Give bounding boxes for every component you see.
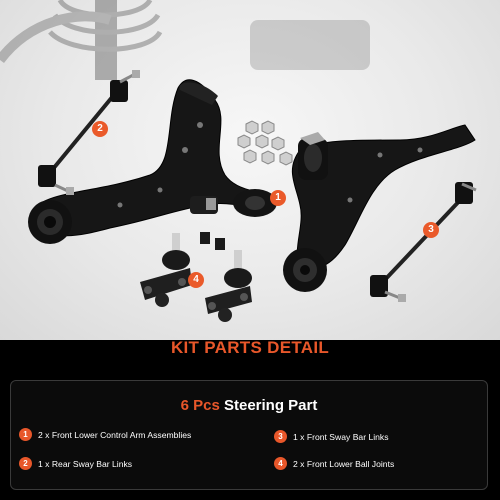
parts-photo: 1 2 3 4 bbox=[0, 0, 500, 340]
list-item: 3 1 x Front Sway Bar Links bbox=[274, 430, 389, 443]
callout-1: 1 bbox=[270, 190, 286, 206]
parts-detail-panel: 6 Pcs Steering Part 1 2 x Front Lower Co… bbox=[10, 380, 488, 490]
callout-3: 3 bbox=[423, 222, 439, 238]
right-control-arm-icon bbox=[283, 124, 476, 292]
hex-nut-icons bbox=[237, 120, 293, 166]
rear-sway-bar-link-icon bbox=[38, 70, 140, 195]
panel-title-count: 6 Pcs bbox=[180, 397, 220, 414]
item-number: 1 bbox=[19, 428, 32, 441]
panel-title-text: Steering Part bbox=[219, 397, 318, 414]
callout-2: 2 bbox=[92, 121, 108, 137]
callout-4: 4 bbox=[188, 272, 204, 288]
list-item: 1 2 x Front Lower Control Arm Assemblies bbox=[19, 428, 191, 441]
item-text: 1 x Front Sway Bar Links bbox=[293, 431, 389, 442]
item-number: 4 bbox=[274, 457, 287, 470]
panel-title: 6 Pcs Steering Part bbox=[11, 397, 487, 414]
ball-joint-icons bbox=[140, 232, 252, 322]
background-strut-icon bbox=[0, 0, 370, 80]
front-sway-bar-link-icon bbox=[370, 182, 477, 302]
list-item: 4 2 x Front Lower Ball Joints bbox=[274, 457, 394, 470]
item-number: 2 bbox=[19, 457, 32, 470]
item-text: 1 x Rear Sway Bar Links bbox=[38, 458, 133, 469]
item-text: 2 x Front Lower Control Arm Assemblies bbox=[38, 429, 192, 440]
kit-parts-title: KIT PARTS DETAIL bbox=[170, 338, 330, 357]
parts-illustration bbox=[0, 0, 477, 322]
item-number: 3 bbox=[274, 430, 287, 443]
list-item: 2 1 x Rear Sway Bar Links bbox=[19, 457, 132, 470]
left-control-arm-icon bbox=[28, 79, 277, 244]
item-text: 2 x Front Lower Ball Joints bbox=[293, 458, 395, 469]
